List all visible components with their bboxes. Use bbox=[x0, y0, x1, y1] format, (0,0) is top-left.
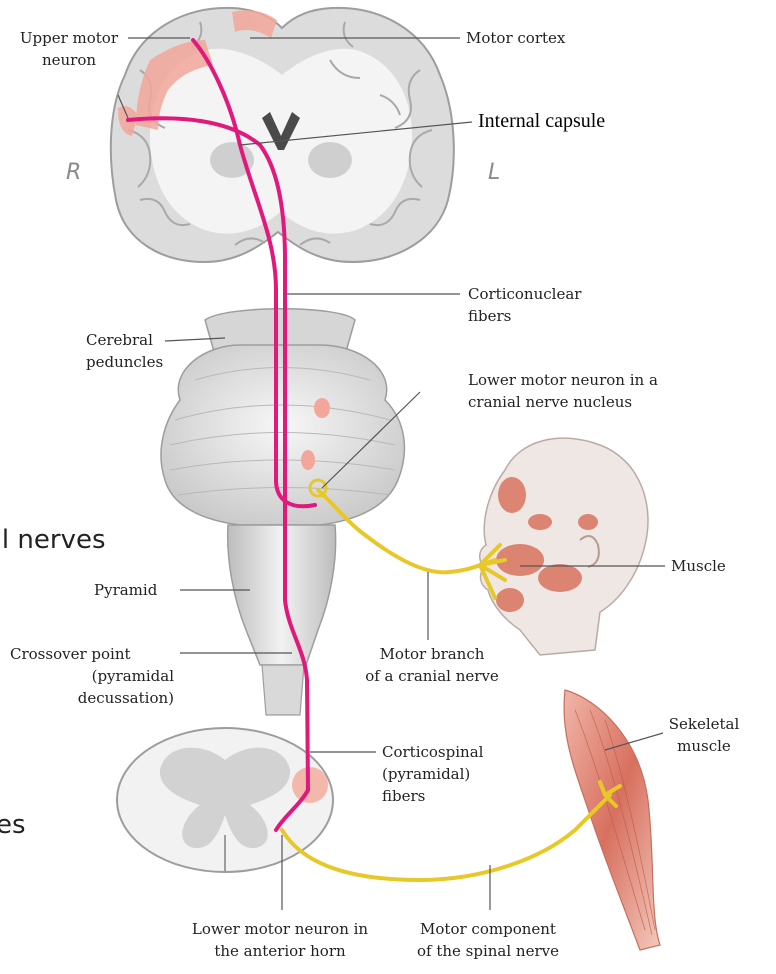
label-lower-motor-horn-line1: Lower motor neuron in bbox=[170, 918, 390, 940]
label-corticonuclear-line2: fibers bbox=[468, 305, 581, 327]
label-lower-motor-neuron-cranial: Lower motor neuron in a cranial nerve nu… bbox=[468, 369, 658, 413]
label-motor-branch: Motor branch of a cranial nerve bbox=[354, 643, 510, 687]
label-cerebral-peduncles-line1: Cerebral bbox=[86, 329, 163, 351]
cropped-text-line1: al nerves bbox=[0, 525, 106, 555]
head-illustration bbox=[480, 438, 648, 655]
label-pyramid: Pyramid bbox=[94, 579, 157, 601]
label-corticospinal-line3: fibers bbox=[382, 785, 483, 807]
label-upper-motor-neuron-line2: neuron bbox=[0, 49, 118, 71]
corticospinal-tract-highlight bbox=[292, 767, 328, 803]
label-lower-motor-cranial-line2: cranial nerve nucleus bbox=[468, 391, 658, 413]
label-skeletal-muscle: Sekeletal muscle bbox=[664, 713, 744, 757]
label-skeletal-muscle-line1: Sekeletal bbox=[664, 713, 744, 735]
spinal-cord-stub bbox=[262, 665, 304, 715]
label-motor-cortex: Motor cortex bbox=[466, 27, 565, 49]
cranial-nucleus-highlight-2 bbox=[301, 450, 315, 470]
label-corticospinal-fibers: Corticospinal (pyramidal) fibers bbox=[382, 741, 483, 807]
label-upper-motor-neuron: Upper motor neuron bbox=[0, 27, 118, 71]
label-cerebral-peduncles: Cerebral peduncles bbox=[86, 329, 163, 373]
label-crossover-line3: decussation) bbox=[10, 687, 174, 709]
label-motor-component-line1: Motor component bbox=[398, 918, 578, 940]
label-lower-motor-cranial-line1: Lower motor neuron in a bbox=[468, 369, 658, 391]
label-motor-component-spinal-nerve: Motor component of the spinal nerve bbox=[398, 918, 578, 962]
label-corticonuclear-fibers: Corticonuclear fibers bbox=[468, 283, 581, 327]
label-corticonuclear-line1: Corticonuclear bbox=[468, 283, 581, 305]
label-motor-component-line2: of the spinal nerve bbox=[398, 940, 578, 962]
head-outline bbox=[480, 438, 648, 655]
label-corticospinal-line1: Corticospinal bbox=[382, 741, 483, 763]
label-corticospinal-line2: (pyramidal) bbox=[382, 763, 483, 785]
label-crossover-line2: (pyramidal bbox=[10, 665, 174, 687]
label-crossover-point: Crossover point (pyramidal decussation) bbox=[10, 643, 174, 709]
label-internal-capsule: Internal capsule bbox=[478, 110, 605, 132]
basal-ganglia-left bbox=[308, 142, 352, 178]
label-cerebral-peduncles-line2: peduncles bbox=[86, 351, 163, 373]
label-muscle: Muscle bbox=[671, 555, 726, 577]
label-lower-motor-neuron-anterior-horn: Lower motor neuron in the anterior horn bbox=[170, 918, 390, 962]
medulla-shape bbox=[228, 525, 336, 665]
label-lower-motor-horn-line2: the anterior horn bbox=[170, 940, 390, 962]
label-skeletal-muscle-line2: muscle bbox=[664, 735, 744, 757]
cranial-nucleus-highlight-1 bbox=[314, 398, 330, 418]
label-crossover-line1: Crossover point bbox=[10, 643, 174, 665]
label-upper-motor-neuron-line1: Upper motor bbox=[0, 27, 118, 49]
cropped-text-line2: es bbox=[0, 810, 26, 840]
label-motor-branch-line1: Motor branch bbox=[354, 643, 510, 665]
label-side-right: R bbox=[66, 160, 81, 185]
label-side-left: L bbox=[488, 160, 500, 185]
label-motor-branch-line2: of a cranial nerve bbox=[354, 665, 510, 687]
